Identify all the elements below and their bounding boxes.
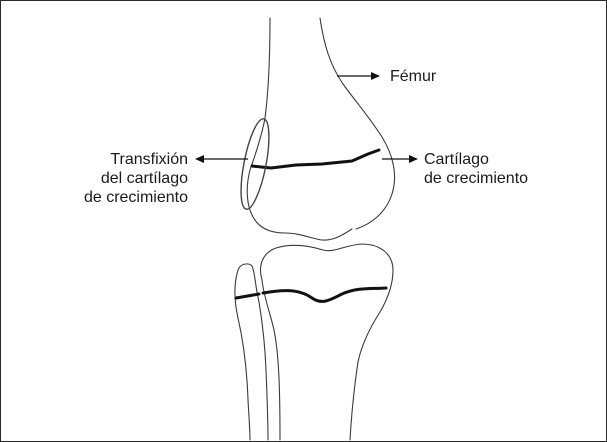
fibula-bone <box>235 264 268 440</box>
tibia-plateau-outline <box>261 244 393 440</box>
transfixion-label-line3: de crecimiento <box>84 188 188 207</box>
cartilage-label-line1: Cartílago <box>424 150 528 169</box>
femur-label: Fémur <box>390 67 436 86</box>
cartilage-arrow <box>382 155 418 163</box>
transfixion-label-line1: Transfixión <box>84 150 188 169</box>
tibia-bone <box>261 244 393 440</box>
transfixion-arrow <box>195 155 248 163</box>
femur-label-text: Fémur <box>390 67 436 86</box>
transfixion-pin <box>235 117 274 212</box>
cartilage-label-line2: de crecimiento <box>424 169 528 188</box>
tibial-growth-plate <box>263 288 386 301</box>
transfixion-label: Transfixión del cartílago de crecimiento <box>84 150 188 207</box>
tibia-medial-outline <box>262 280 280 440</box>
femur-bone <box>247 18 394 240</box>
femur-right-outline <box>320 18 395 229</box>
fibula-inner-outline <box>259 302 268 440</box>
transfixion-label-line2: del cartílago <box>84 169 188 188</box>
fibular-growth-plate <box>236 294 259 298</box>
cartilage-label: Cartílago de crecimiento <box>424 150 528 188</box>
femoral-growth-plate <box>252 150 379 168</box>
femur-arrow <box>337 72 380 80</box>
fibula-outline <box>235 264 259 440</box>
femur-left-outline <box>247 18 352 240</box>
